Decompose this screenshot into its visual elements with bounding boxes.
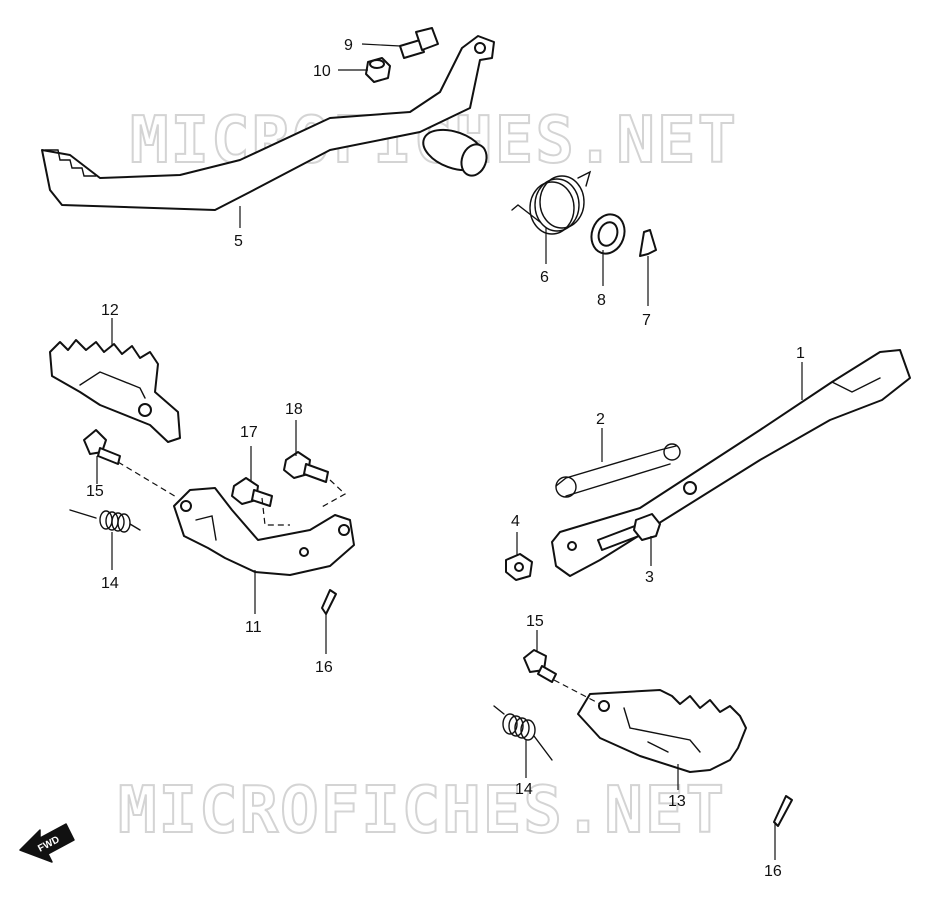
callout-15-lower: 15 — [526, 613, 544, 630]
bolt-part-17 — [231, 477, 273, 507]
spring-part-14-lower — [493, 705, 553, 761]
callout-12: 12 — [101, 302, 119, 319]
pin-part-15-upper — [83, 429, 121, 465]
stand-spring-part-2 — [555, 443, 681, 498]
callout-2: 2 — [596, 411, 605, 428]
washer-part-8 — [590, 213, 626, 255]
bolt-part-9 — [399, 27, 439, 59]
callout-14-upper: 14 — [101, 575, 119, 592]
callout-4: 4 — [511, 513, 520, 530]
callout-11: 11 — [245, 619, 262, 636]
assembly-line-bolts-to-bracket — [261, 479, 347, 526]
assembly-line-pin-to-bracket — [117, 461, 179, 499]
fwd-direction-arrow: FWD — [19, 823, 75, 863]
callout-15-upper: 15 — [86, 483, 104, 500]
bolt-part-18 — [283, 451, 329, 483]
cotter-pin-part-16-left — [321, 589, 337, 615]
callout-10: 10 — [313, 63, 331, 80]
spring-part-14-upper — [69, 509, 141, 533]
callout-9: 9 — [344, 37, 353, 54]
callout-labels: 9 10 5 6 8 7 12 1 2 17 18 15 4 3 14 11 1… — [86, 37, 805, 880]
callout-5: 5 — [234, 233, 243, 250]
fwd-arrow-icon — [19, 823, 75, 863]
callout-13: 13 — [668, 793, 686, 810]
pin-part-15-lower — [523, 649, 557, 683]
callout-18: 18 — [285, 401, 303, 418]
callout-1: 1 — [796, 345, 805, 362]
footrest-bracket-part-11 — [173, 487, 355, 576]
nut-part-4 — [505, 553, 533, 581]
assembly-line-pin-to-footrest — [553, 679, 601, 705]
callout-17: 17 — [240, 424, 258, 441]
cotter-pin-part-16-right — [773, 795, 793, 827]
return-spring-part-6 — [511, 170, 592, 235]
callout-6: 6 — [540, 269, 549, 286]
watermark-bottom: MICROFICHES.NET — [118, 774, 726, 848]
footrest-part-12 — [49, 339, 181, 443]
nut-part-10 — [365, 57, 391, 83]
brake-pedal-part-5 — [41, 35, 495, 211]
leader-lines — [96, 43, 803, 860]
callout-3: 3 — [645, 569, 654, 586]
cotter-pin-part-7 — [639, 229, 657, 257]
callout-8: 8 — [597, 292, 606, 309]
callout-16-left: 16 — [315, 659, 333, 676]
callout-7: 7 — [642, 312, 651, 329]
footrest-part-13 — [577, 689, 747, 773]
callout-14-lower: 14 — [515, 781, 533, 798]
callout-16-right: 16 — [764, 863, 782, 880]
bolt-part-3 — [597, 513, 661, 551]
